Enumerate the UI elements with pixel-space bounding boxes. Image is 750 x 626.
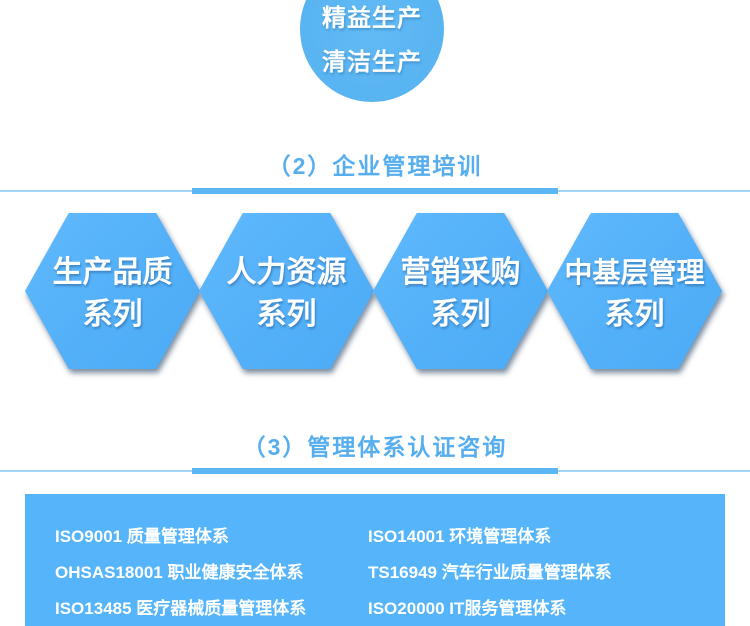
hexagon-label-line2: 系列: [256, 298, 317, 331]
certification-list: ISO9001 质量管理体系 ISO14001 环境管理体系 OHSAS1800…: [25, 494, 725, 621]
hexagon-label-line1: 营销采购: [400, 256, 521, 289]
cert-item-iso14001: ISO14001 环境管理体系: [368, 527, 552, 546]
cert-item-ohsas18001: OHSAS18001 职业健康安全体系: [55, 563, 304, 582]
hexagon-middle-management: 中基层管理 系列: [547, 213, 722, 369]
hexagon-shape: 生产品质 系列: [25, 213, 200, 369]
hexagon-production-quality: 生产品质 系列: [25, 213, 200, 369]
cert-item-iso13485: ISO13485 医疗器械质量管理体系: [55, 599, 307, 618]
section-training-divider: [0, 188, 750, 194]
hexagon-marketing-procurement: 营销采购 系列: [373, 213, 548, 369]
hexagon-label-line2: 系列: [604, 298, 665, 331]
hexagon-label-line1: 中基层管理: [564, 257, 705, 288]
circle-text-line: 精益生产: [322, 5, 422, 32]
hexagon-label-line2: 系列: [82, 298, 143, 331]
hexagon-shape: 人力资源 系列: [199, 213, 374, 369]
cert-item-iso20000: ISO20000 IT服务管理体系: [368, 599, 567, 618]
hexagon-label-line1: 人力资源: [226, 256, 347, 289]
hexagon-shape: 中基层管理 系列: [547, 213, 722, 369]
divider-thick-bar: [192, 188, 558, 194]
hexagon-shape: 营销采购 系列: [373, 213, 548, 369]
hexagon-label-line2: 系列: [430, 298, 491, 331]
section-training-title: （2）企业管理培训: [267, 153, 483, 179]
cert-item-ts16949: TS16949 汽车行业质量管理体系: [368, 563, 612, 582]
section-certification-title: （3）管理体系认证咨询: [242, 434, 508, 460]
circle-text-line: 清洁生产: [322, 49, 422, 76]
cert-item-iso9001: ISO9001 质量管理体系: [55, 527, 229, 546]
lean-production-circle: 精益生产 清洁生产: [300, 0, 444, 102]
section-certification-divider: [0, 468, 750, 474]
divider-thick-bar: [192, 468, 558, 474]
certification-box: ISO9001 质量管理体系 ISO14001 环境管理体系 OHSAS1800…: [25, 494, 725, 626]
hexagon-label-line1: 生产品质: [52, 256, 173, 289]
hexagon-human-resources: 人力资源 系列: [199, 213, 374, 369]
